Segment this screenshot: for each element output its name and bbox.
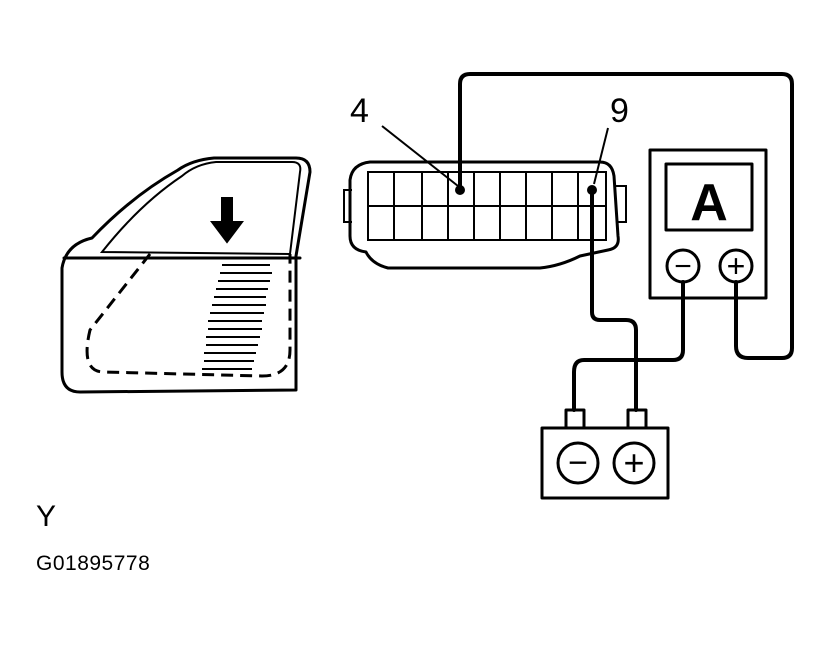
- ammeter: [648, 148, 768, 300]
- meter-display: A: [690, 174, 728, 232]
- battery: [540, 408, 670, 500]
- glass-hatching: [202, 264, 272, 370]
- down-arrow-icon: [210, 197, 244, 244]
- connector: [343, 125, 627, 270]
- meter-negative-symbol: −: [674, 250, 692, 283]
- meter-positive-symbol: +: [727, 248, 746, 284]
- wire-terminal4-to-meter-positive: [458, 72, 794, 360]
- wire-meter-negative-to-battery-negative: [572, 280, 685, 412]
- wire-terminal9-to-battery-positive: [590, 188, 638, 412]
- view-label: Y: [36, 500, 57, 533]
- battery-negative-terminal: [556, 441, 600, 485]
- wiring: [458, 72, 794, 412]
- battery-positive-terminal: [612, 441, 656, 485]
- battery-positive-symbol: +: [623, 442, 644, 483]
- callout-9: 9: [610, 92, 629, 130]
- car-door: [60, 156, 312, 394]
- battery-negative-symbol: −: [568, 444, 588, 482]
- callout-4: 4: [350, 92, 369, 130]
- figure-code: G01895778: [36, 552, 151, 575]
